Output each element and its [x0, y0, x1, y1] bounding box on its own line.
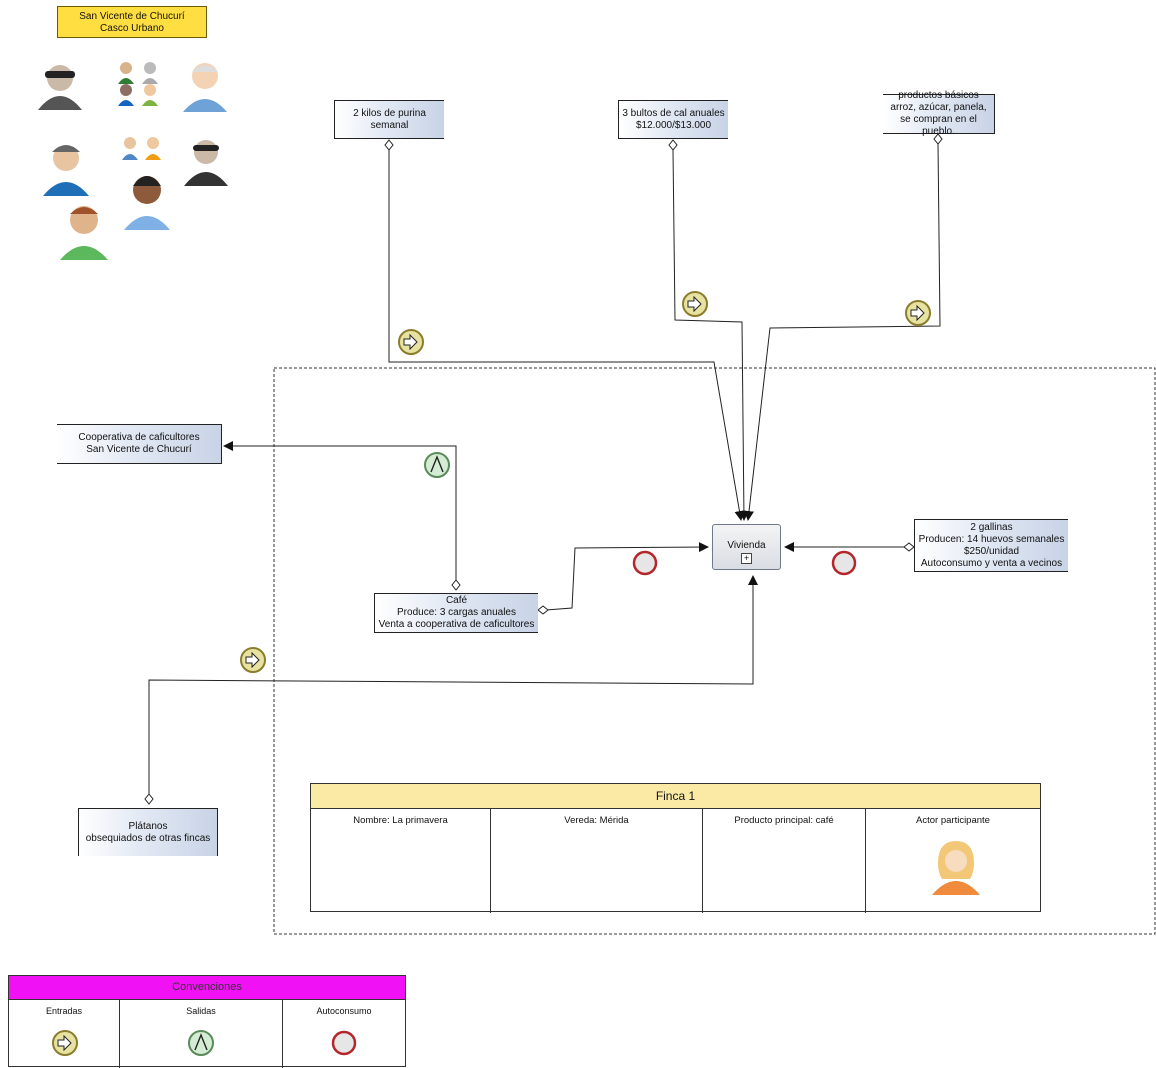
input-arrow-icon [682, 291, 708, 317]
finca-nombre: Nombre: La primavera [311, 809, 491, 913]
conventions-title: Convenciones [9, 976, 405, 1000]
person-icon [184, 140, 228, 186]
expand-marker: + [741, 553, 752, 564]
person-icon [124, 176, 170, 230]
person-icon [60, 206, 108, 260]
source-diamond [903, 542, 915, 552]
conv-salidas: Salidas [120, 1000, 283, 1068]
input-purina: 2 kilos de purina semanal [334, 100, 444, 139]
source-diamond [668, 139, 678, 151]
person-icon [183, 63, 227, 112]
source-diamond [537, 605, 549, 615]
cooperativa-box: Cooperativa de caficultores San Vicente … [57, 424, 222, 464]
conv-autoconsumo: Autoconsumo [283, 1000, 405, 1068]
input-arrow-icon [240, 647, 266, 673]
source-diamond [384, 139, 394, 151]
person-icon [38, 65, 82, 110]
couple-icon [122, 137, 161, 160]
conv-entradas: Entradas [9, 1000, 120, 1068]
finca-table: Finca 1 Nombre: La primavera Vereda: Mér… [310, 783, 1041, 913]
source-diamond [933, 133, 943, 145]
input-arrow-icon [905, 300, 931, 326]
finca-title: Finca 1 [311, 784, 1040, 809]
person-icon [43, 145, 89, 196]
vivienda-task: Vivienda + [712, 524, 781, 570]
finca-producto: Producto principal: café [703, 809, 866, 913]
flow-cafe-cooperativa [223, 441, 457, 584]
flow-cal [672, 149, 749, 521]
conventions-table: Convenciones Entradas Salidas Autoconsum… [8, 975, 406, 1068]
cafe-box: Café Produce: 3 cargas anuales Venta a c… [374, 593, 538, 633]
input-cal: 3 bultos de cal anuales $12.000/$13.000 [618, 100, 728, 139]
autoconsumo-circle-icon [632, 550, 658, 576]
source-diamond [144, 793, 154, 805]
finca-vereda: Vereda: Mérida [491, 809, 703, 913]
autoconsumo-circle-icon [831, 550, 857, 576]
people-icons [38, 62, 228, 260]
gallinas-box: 2 gallinas Producen: 14 huevos semanales… [914, 519, 1068, 572]
flow-cafe-vivienda [545, 542, 709, 611]
woman-avatar-icon [932, 841, 980, 895]
input-arrow-icon [52, 1030, 78, 1056]
group-icon [118, 62, 158, 106]
platanos-box: Plátanos obsequiados de otras fincas [78, 808, 218, 856]
source-diamond [451, 579, 461, 591]
autoconsumo-circle-icon [331, 1030, 357, 1056]
farm-boundary [273, 367, 1156, 935]
input-basicos: productos básicos arroz, azúcar, panela,… [883, 90, 995, 137]
output-a-icon [188, 1030, 214, 1056]
output-a-icon [424, 452, 450, 478]
flow-basicos [744, 143, 941, 521]
location-note: San Vicente de Chucurí Casco Urbano [57, 6, 207, 38]
flow-purina [388, 148, 745, 521]
finca-actor: Actor participante [866, 809, 1040, 913]
input-arrow-icon [398, 329, 424, 355]
flow-platanos-vivienda [148, 575, 758, 800]
